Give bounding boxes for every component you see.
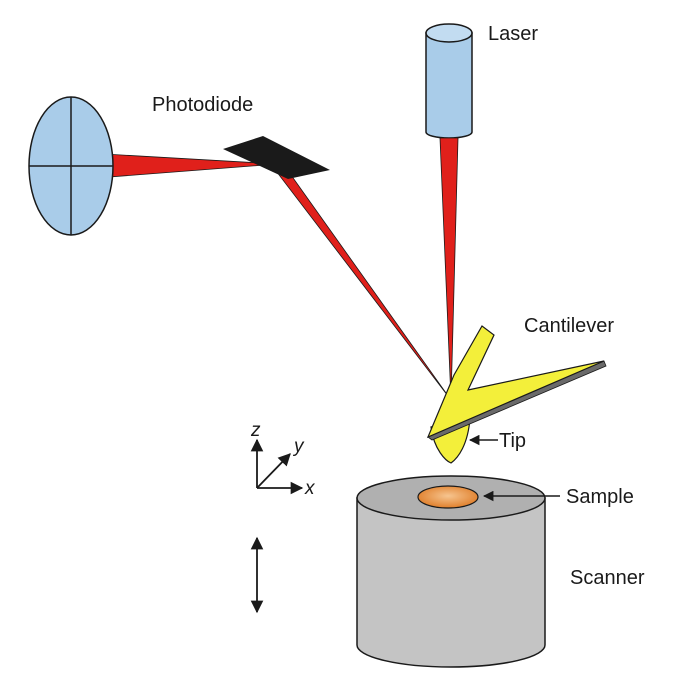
- sample: [417, 485, 479, 509]
- incident-beam: [439, 137, 459, 401]
- photodiode: [28, 96, 114, 236]
- axis-y-label: y: [292, 436, 305, 457]
- photodiode-label: Photodiode: [152, 94, 253, 116]
- mirror: [223, 136, 330, 179]
- reflected-beam: [272, 166, 452, 401]
- tip-label: Tip: [499, 430, 526, 452]
- cantilever: [426, 325, 607, 464]
- axis-x-label: x: [304, 478, 316, 499]
- laser: [425, 23, 473, 139]
- cantilever-label: Cantilever: [524, 315, 614, 337]
- laser-label: Laser: [488, 23, 538, 45]
- axis-z-label: z: [250, 420, 261, 441]
- scanner-label: Scanner: [570, 567, 645, 589]
- axes-icon: z y x: [250, 420, 316, 499]
- sample-label: Sample: [566, 486, 634, 508]
- scanner: [356, 475, 546, 668]
